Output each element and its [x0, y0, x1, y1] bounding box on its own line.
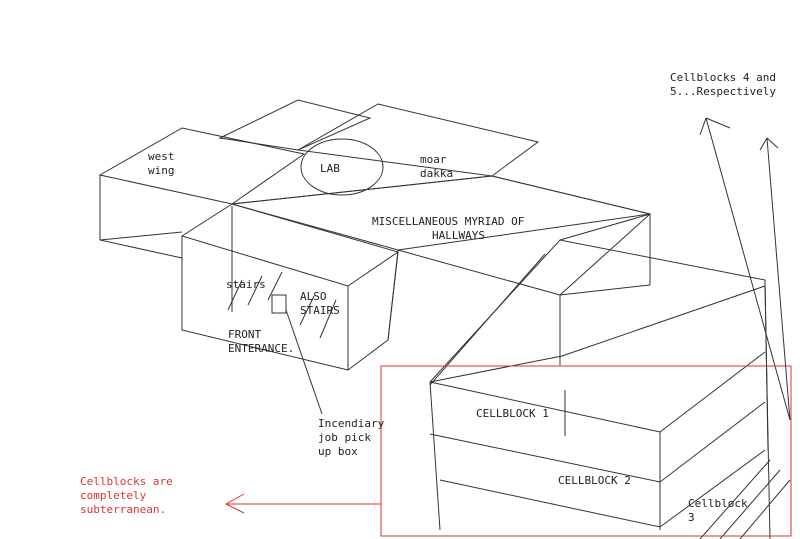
label-incendiary-1: Incendiary: [318, 417, 385, 430]
label-cellblock-1: CELLBLOCK 1: [476, 407, 549, 420]
hallway-walls: [231, 175, 651, 341]
stairs-hatch: [227, 271, 283, 311]
label-lab: LAB: [320, 162, 340, 175]
label-front-2: ENTERANCE.: [228, 342, 294, 355]
label-cellblock-2: CELLBLOCK 2: [558, 474, 631, 487]
label-front-1: FRONT: [228, 328, 261, 341]
cellblock-3: [439, 449, 766, 528]
roof-west-wing: [98, 127, 306, 205]
label-moar-2: dakka: [420, 167, 453, 180]
label-west-wing-1: west: [148, 150, 175, 163]
label-subterranean-2: completely: [80, 489, 147, 502]
label-west-wing-2: wing: [148, 164, 175, 177]
label-also-1: ALSO: [300, 290, 327, 303]
front-block: [180, 203, 400, 287]
hall-right-block: [491, 175, 652, 365]
incendiary-pointer: [285, 309, 323, 415]
label-incendiary-3: up box: [318, 445, 358, 458]
arrow-cellblock-4: [699, 117, 791, 421]
subterranean-arrow: [225, 493, 381, 514]
label-cellblock-3a: Cellblock: [688, 497, 748, 510]
label-misc-1: MISCELLANEOUS MYRIAD OF: [372, 215, 524, 228]
roof-back-section: [218, 99, 372, 151]
label-stairs: stairs: [226, 278, 266, 291]
label-incendiary-2: job pick: [318, 431, 371, 444]
incendiary-box: [271, 294, 287, 314]
arrow-cellblock-5: [759, 137, 791, 421]
label-cellblocks-4-5-line-1: Cellblocks 4 and: [670, 71, 776, 84]
subterranean-boundary: [380, 365, 792, 537]
label-subterranean-3: subterranean.: [80, 503, 166, 516]
label-misc-2: HALLWAYS: [432, 229, 485, 242]
label-moar-1: moar: [420, 153, 447, 166]
front-block-walls: [181, 206, 399, 371]
west-wing-walls: [99, 175, 183, 259]
cellblock-walls: [429, 285, 771, 539]
roof-moar-dakka-section: [296, 103, 540, 177]
cellblock-hatch: [699, 459, 791, 539]
also-stairs-hatch: [299, 295, 337, 339]
label-subterranean-1: Cellblocks are: [80, 475, 173, 488]
label-cellblocks-4-5-line-2: 5...Respectively: [670, 85, 776, 98]
label-cellblock-3b: 3: [688, 511, 695, 524]
lab-circle: [300, 138, 384, 196]
arrow-from-hall: [429, 253, 546, 386]
label-also-2: STAIRS: [300, 304, 340, 317]
